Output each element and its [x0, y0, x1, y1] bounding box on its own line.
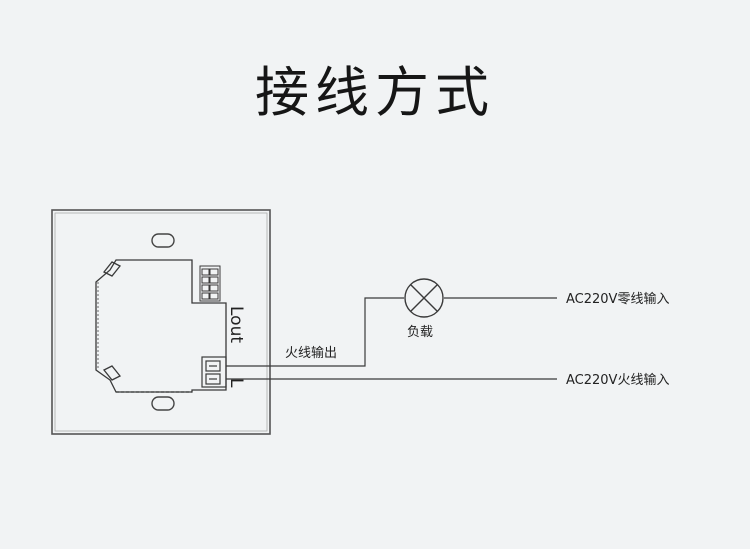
mounting-slot-bottom [151, 396, 175, 411]
dip-switch-block [199, 265, 221, 302]
neutral-input-label: AC220V零线输入 [566, 291, 669, 307]
wires [226, 297, 557, 380]
load-lamp-icon [404, 278, 444, 318]
live-output-label: 火线输出 [285, 345, 337, 361]
switch-module [95, 259, 227, 393]
load-label: 负载 [407, 325, 433, 340]
page-title: 接线方式 [255, 61, 495, 124]
terminal-l-label: L [226, 378, 246, 388]
terminal-block [201, 356, 227, 388]
switch-panel [51, 209, 271, 435]
live-input-label: AC220V火线输入 [566, 372, 669, 388]
mounting-slot-top [151, 233, 175, 248]
terminal-lout-label: Lout [226, 306, 246, 343]
live-output-wire [226, 297, 404, 367]
